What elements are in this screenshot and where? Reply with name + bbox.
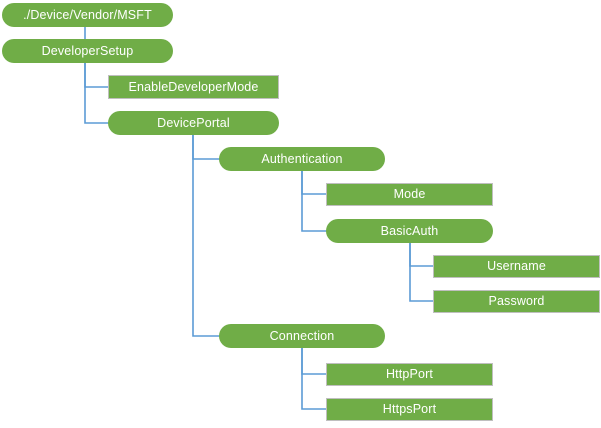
node-mode[interactable]: Mode bbox=[326, 183, 493, 206]
connector-deviceportal-connection bbox=[192, 135, 222, 337]
node-enabledevelopermode[interactable]: EnableDeveloperMode bbox=[108, 75, 279, 99]
node-deviceportal[interactable]: DevicePortal bbox=[108, 111, 279, 135]
node-label-connection: Connection bbox=[269, 328, 335, 343]
connector-deviceportal-authentication bbox=[192, 135, 222, 160]
connector-basicauth-password bbox=[409, 243, 433, 302]
node-label-mode: Mode bbox=[393, 187, 426, 202]
connector-basicauth-username bbox=[409, 243, 433, 267]
connector-authentication-mode bbox=[301, 171, 326, 195]
node-label-httpport: HttpPort bbox=[385, 367, 434, 382]
node-label-root: ./Device/Vendor/MSFT bbox=[23, 7, 152, 22]
node-label-authentication: Authentication bbox=[261, 151, 343, 166]
node-connection[interactable]: Connection bbox=[219, 324, 385, 348]
connector-connection-httpport bbox=[301, 348, 326, 375]
node-username[interactable]: Username bbox=[433, 255, 600, 278]
node-password[interactable]: Password bbox=[433, 290, 600, 313]
node-label-basicauth: BasicAuth bbox=[380, 223, 439, 238]
node-label-developersetup: DeveloperSetup bbox=[41, 43, 134, 58]
connector-developersetup-enabledevelopermode bbox=[84, 63, 108, 88]
node-label-enabledevelopermode: EnableDeveloperMode bbox=[128, 79, 259, 94]
node-developersetup[interactable]: DeveloperSetup bbox=[2, 39, 173, 63]
node-label-password: Password bbox=[488, 294, 545, 309]
connector-authentication-basicauth bbox=[301, 171, 329, 232]
node-basicauth[interactable]: BasicAuth bbox=[326, 219, 493, 243]
node-label-deviceportal: DevicePortal bbox=[157, 115, 230, 130]
node-label-username: Username bbox=[487, 259, 546, 274]
node-authentication[interactable]: Authentication bbox=[219, 147, 385, 171]
node-httpport[interactable]: HttpPort bbox=[326, 363, 493, 386]
node-label-httpsport: HttpsPort bbox=[382, 402, 437, 417]
connector-connection-httpsport bbox=[301, 348, 326, 410]
node-httpsport[interactable]: HttpsPort bbox=[326, 398, 493, 421]
node-root[interactable]: ./Device/Vendor/MSFT bbox=[2, 3, 173, 27]
